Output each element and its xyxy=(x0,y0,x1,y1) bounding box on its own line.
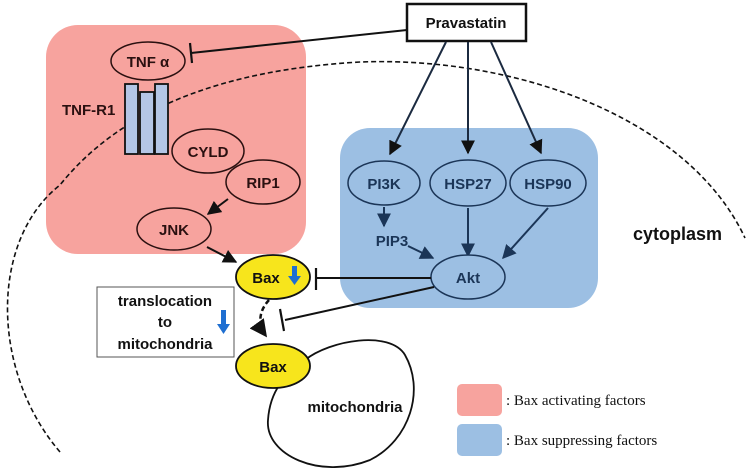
down-arrow-icon xyxy=(217,310,230,334)
legend-label-suppressing: : Bax suppressing factors xyxy=(506,433,657,449)
down-arrow-icon xyxy=(288,266,301,285)
hsp90-to-akt-edge xyxy=(502,207,549,260)
cytoplasm-label: cytoplasm xyxy=(633,224,722,244)
bax-mitochondrial-label: Bax xyxy=(259,359,287,376)
bax-cytosolic-node[interactable]: Bax xyxy=(235,254,311,300)
mitochondria-label: mitochondria xyxy=(307,399,403,416)
inhibition-bar-tnfa xyxy=(188,42,194,64)
legend-label-activating: : Bax activating factors xyxy=(506,393,646,409)
translocation-box: translocation to mitochondria xyxy=(96,286,235,358)
translocation-line2: to xyxy=(158,314,172,331)
tnf-r1-receptor[interactable] xyxy=(124,83,169,155)
hsp90-label: HSP90 xyxy=(524,176,572,193)
rip1-node[interactable]: RIP1 xyxy=(225,159,301,205)
pravastatin-inhibits-tnfa-edge xyxy=(190,29,408,54)
akt-inhibits-translocation-edge xyxy=(284,286,435,321)
tnfa-node[interactable]: TNF α xyxy=(110,41,186,81)
pi3k-node[interactable]: PI3K xyxy=(347,160,421,206)
hsp90-node[interactable]: HSP90 xyxy=(509,159,587,207)
hsp27-node[interactable]: HSP27 xyxy=(429,159,507,207)
tnf-r1-label: TNF-R1 xyxy=(62,102,115,119)
bax-translocation-edge xyxy=(249,299,270,338)
cyld-node[interactable]: CYLD xyxy=(171,128,245,174)
inhibition-bar-translocation xyxy=(278,308,286,332)
tnfa-label: TNF α xyxy=(127,54,170,71)
pravastatin-to-pi3k-edge xyxy=(389,41,447,156)
pip3-label[interactable]: PIP3 xyxy=(376,233,409,250)
bax-cytosolic-label: Bax xyxy=(252,270,280,287)
jnk-label: JNK xyxy=(159,222,189,239)
legend-swatch-activating xyxy=(457,384,502,416)
cell-membrane-arc xyxy=(6,60,746,453)
jnk-to-bax-edge xyxy=(206,246,238,263)
legend: : Bax activating factors : Bax suppressi… xyxy=(457,384,657,456)
pip3-to-akt-edge xyxy=(407,245,435,259)
pravastatin-label: Pravastatin xyxy=(426,15,507,32)
akt-node[interactable]: Akt xyxy=(430,254,506,300)
translocation-line3: mitochondria xyxy=(117,336,213,353)
translocation-line1: translocation xyxy=(118,293,212,310)
bax-mitochondrial-node[interactable]: Bax xyxy=(235,343,311,389)
pravastatin-node[interactable]: Pravastatin xyxy=(405,2,528,43)
rip1-to-jnk-edge xyxy=(206,198,229,215)
hsp27-label: HSP27 xyxy=(444,176,492,193)
jnk-node[interactable]: JNK xyxy=(136,207,212,251)
akt-label: Akt xyxy=(456,270,480,287)
rip1-label: RIP1 xyxy=(246,175,279,192)
pravastatin-to-hsp90-edge xyxy=(490,41,543,155)
cyld-label: CYLD xyxy=(188,144,229,161)
pi3k-label: PI3K xyxy=(367,176,401,193)
legend-swatch-suppressing xyxy=(457,424,502,456)
